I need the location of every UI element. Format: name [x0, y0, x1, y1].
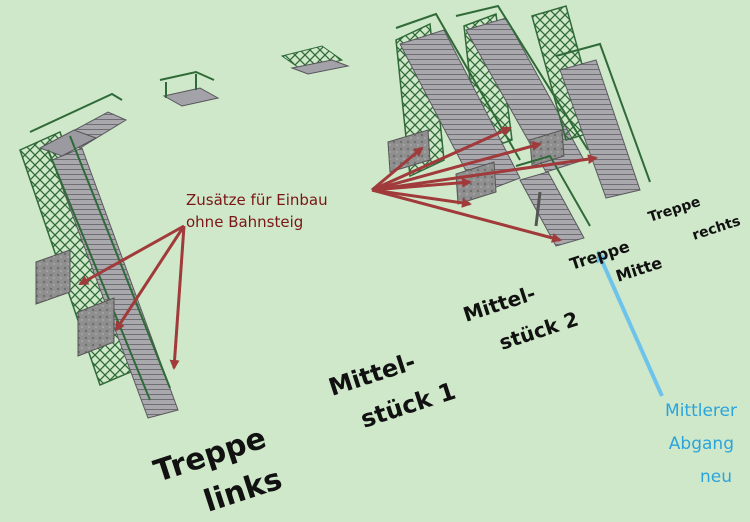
mittelstueck2-label-line2: stück 2 — [496, 307, 581, 355]
mittelstueck1-flight — [399, 29, 521, 195]
mesh-platform-deck — [280, 45, 344, 71]
zusaetze-label-line2: ohne Bahnsteig — [186, 213, 303, 231]
abgang-label-line2: Abgang — [669, 434, 734, 454]
red-arrow-left-1 — [78, 224, 185, 286]
small-platform-railing — [159, 70, 215, 81]
small-platform-model — [159, 70, 220, 107]
red-arrow-left-2 — [114, 225, 186, 332]
red-callout-arrows — [78, 126, 598, 370]
stair-left-flight-lower — [51, 147, 179, 419]
red-arrow-left-3 — [169, 225, 186, 370]
stair-left-landing — [38, 129, 98, 157]
treppe-mitte-flight — [519, 171, 585, 247]
stair-left-railing-top — [29, 92, 123, 133]
red-arrow-right-4 — [371, 154, 598, 192]
abgang-label-line3: neu — [700, 467, 732, 487]
blue-callout-arrow — [596, 250, 664, 397]
red-arrow-right-7 — [371, 188, 562, 243]
zusaetze-label-line1: Zusätze für Einbau — [186, 191, 328, 209]
treppe-rechts-label-line1: Treppe — [646, 194, 702, 226]
mittelstueck1-foundation — [387, 129, 431, 173]
stair-left-model — [19, 92, 179, 419]
stair-left-foundation-2 — [77, 297, 115, 357]
mittelstueck2-label-line1: Mittel- — [460, 281, 538, 327]
red-arrow-right-2 — [371, 126, 512, 192]
right-pieces-model — [515, 5, 651, 247]
treppe-rechts-label-line2: rechts — [690, 213, 742, 244]
middle-pieces-model — [387, 4, 589, 205]
abgang-label-line1: Mittlerer — [665, 401, 737, 421]
stair-left-foundation-1 — [35, 249, 71, 305]
red-arrow-right-6 — [371, 188, 472, 208]
small-platform-deck — [162, 87, 220, 107]
red-arrow-right-3 — [371, 141, 542, 192]
mesh-platform-model — [280, 45, 350, 75]
red-arrow-right-5 — [371, 177, 472, 192]
red-arrow-right-1 — [371, 146, 424, 192]
